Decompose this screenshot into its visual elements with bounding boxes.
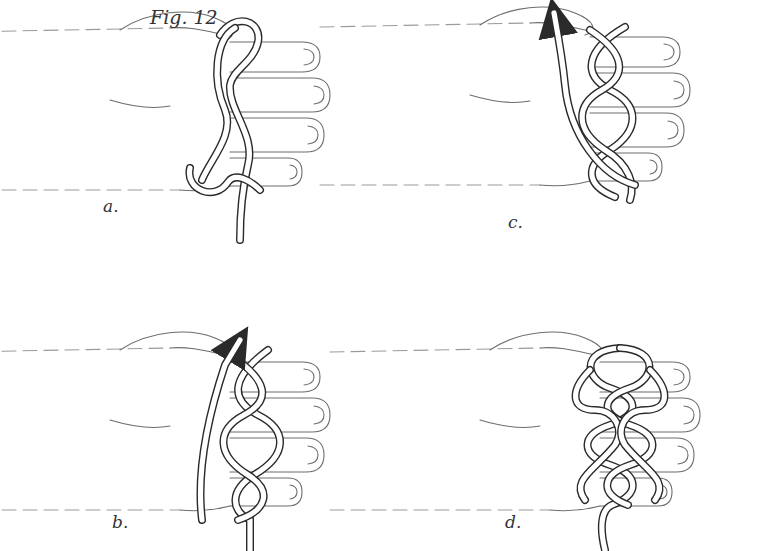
hand-a [0, 12, 330, 240]
cord [576, 348, 665, 550]
cord [554, 13, 635, 200]
hand-b [0, 332, 330, 550]
panel-letter: b. [112, 512, 128, 532]
cord [189, 21, 260, 240]
figure-number: Fig. 12 [150, 6, 218, 28]
panel-letter: a. [103, 196, 119, 216]
panel-letter: c. [508, 212, 523, 232]
hand-c [320, 7, 690, 200]
panel-letter: d. [505, 512, 521, 532]
hand-d [330, 332, 700, 550]
cord [201, 340, 280, 550]
